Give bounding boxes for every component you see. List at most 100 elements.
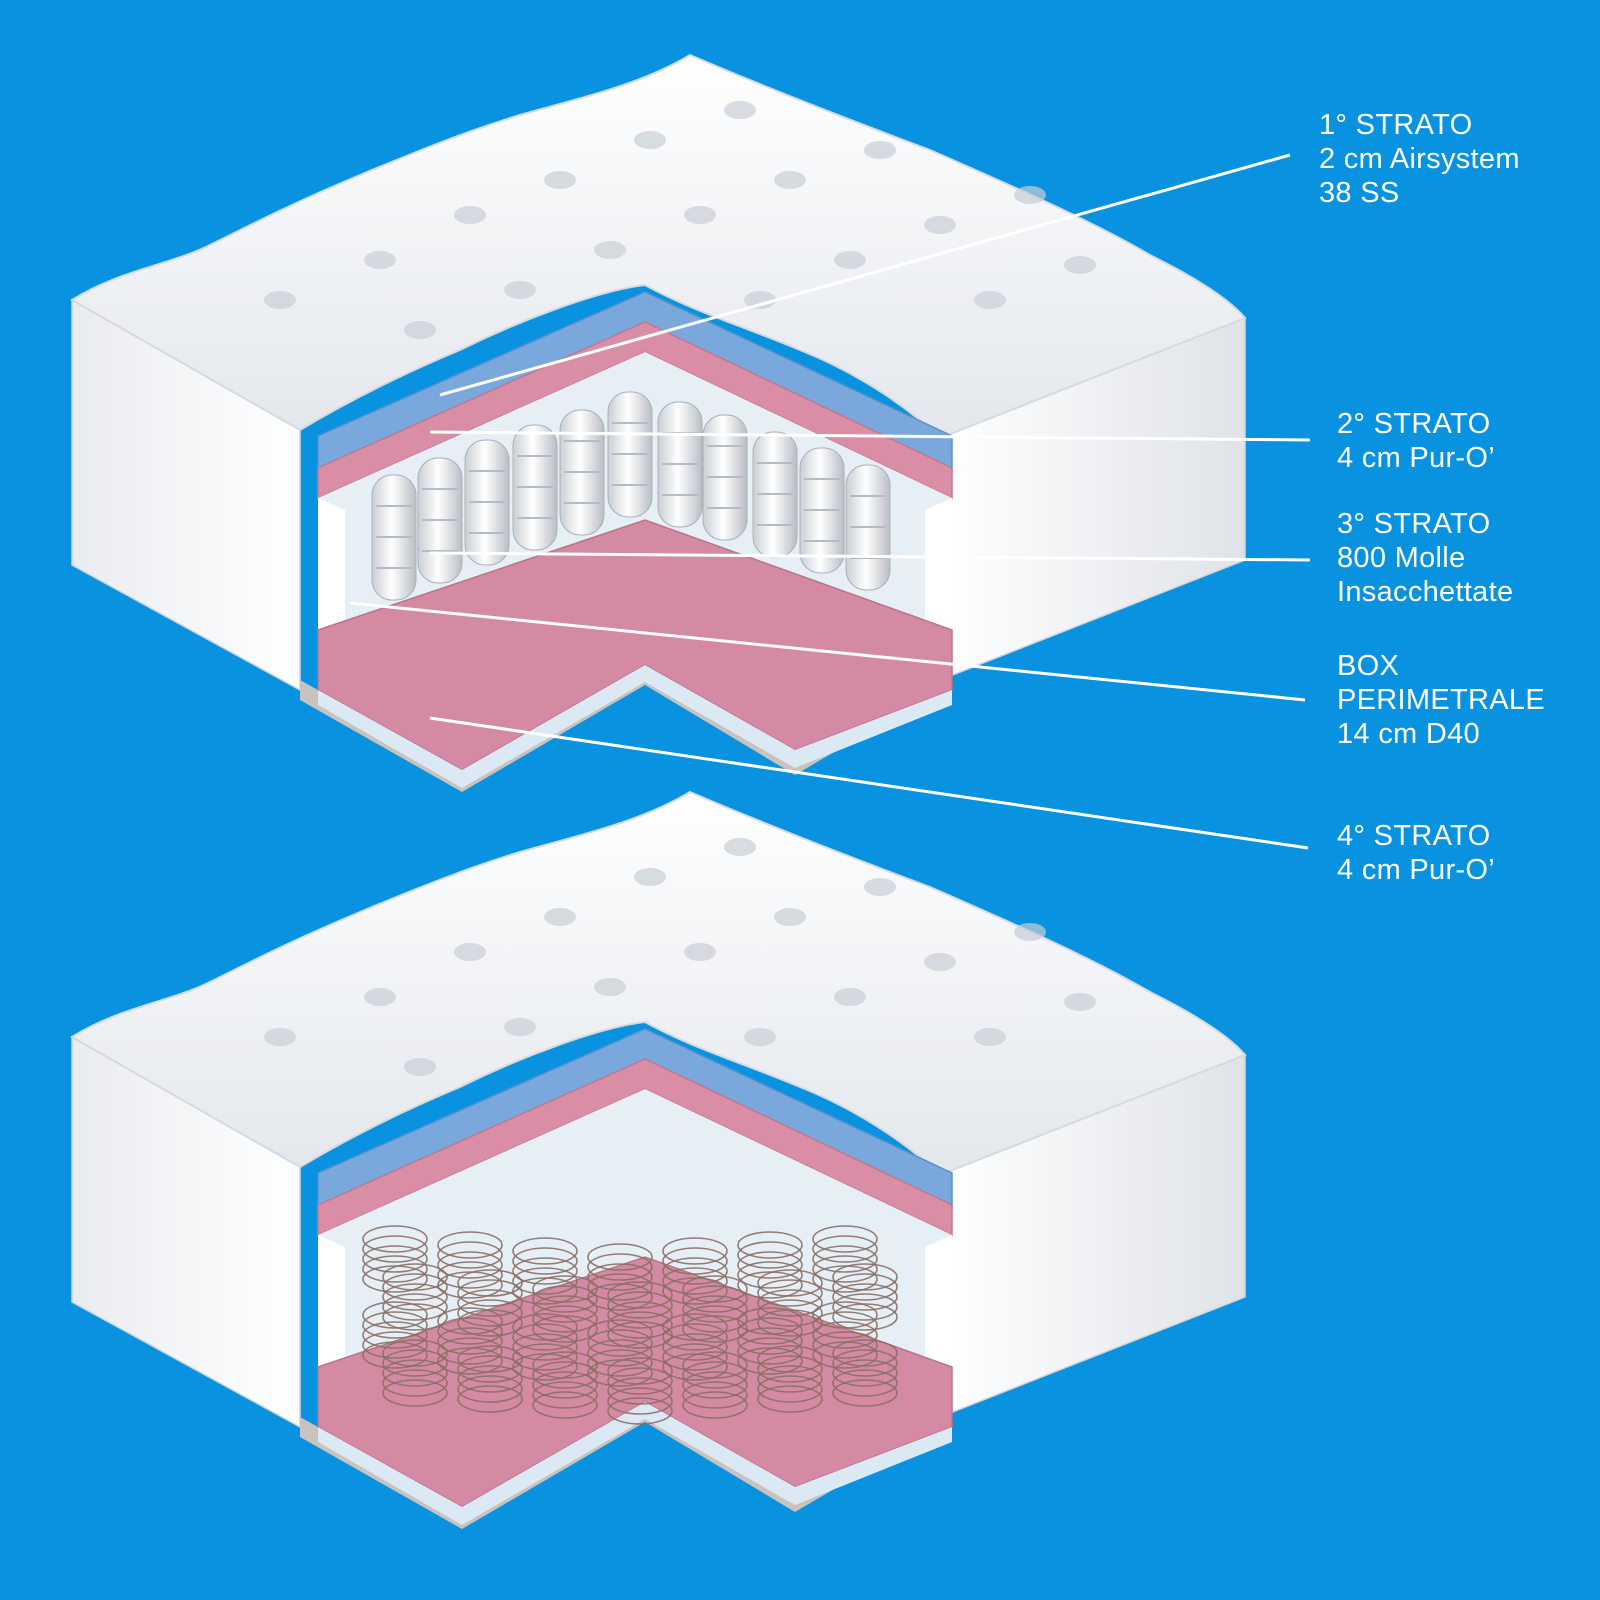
coil-spring (812, 1331, 878, 1359)
quilt-tuft (594, 241, 626, 259)
coil-spring (737, 1261, 803, 1289)
label-layer-1: 1° STRATO 2 cm Airsystem 38 SS (1319, 108, 1520, 210)
label-line: 1° STRATO (1319, 109, 1473, 141)
coil-spring (457, 1269, 523, 1297)
coil-spring (662, 1267, 728, 1295)
coil-spring (757, 1355, 823, 1383)
label-line: BOX (1337, 650, 1400, 682)
quilt-tuft (454, 943, 486, 961)
coil-spring (682, 1361, 748, 1389)
quilt-tuft (744, 291, 776, 309)
coil-spring (382, 1359, 448, 1387)
label-box-perimetrale: BOX PERIMETRALE 14 cm D40 (1337, 649, 1545, 751)
quilt-tuft (544, 171, 576, 189)
coil-spring (457, 1385, 523, 1413)
coil-spring (587, 1349, 653, 1377)
leader-lines (349, 153, 1311, 850)
leader-line (429, 551, 1311, 562)
quilt-tuft (454, 206, 486, 224)
coil-spring (737, 1251, 803, 1279)
coil-spring (437, 1317, 503, 1345)
coil-spring (362, 1225, 428, 1253)
quilt-tuft (1014, 186, 1046, 204)
coil-spring (587, 1319, 653, 1347)
coil-spring (812, 1255, 878, 1283)
coil-spring (532, 1275, 598, 1303)
quilt-tuft (264, 291, 296, 309)
coil-spring (362, 1255, 428, 1283)
coil-spring (607, 1367, 673, 1395)
coil-spring (382, 1339, 448, 1367)
coil-spring (512, 1247, 578, 1275)
box-perimetrale-right-edge (925, 1235, 952, 1367)
quilt-tuft (724, 101, 756, 119)
coil-spring (362, 1235, 428, 1263)
coil-spring (382, 1273, 448, 1301)
coil-spring (382, 1369, 448, 1397)
coil-spring (832, 1283, 898, 1311)
coil-spring (532, 1351, 598, 1379)
coil-spring (662, 1313, 728, 1341)
leader-line (349, 601, 1306, 702)
coil-spring (437, 1307, 503, 1335)
leader-line (429, 430, 1311, 442)
quilt-tuft (744, 1028, 776, 1046)
coil-spring (437, 1251, 503, 1279)
coil-spring (662, 1323, 728, 1351)
coil-spring (662, 1247, 728, 1275)
coil-spring (532, 1391, 598, 1419)
quilt-tuft (404, 1058, 436, 1076)
quilt-tuft (774, 171, 806, 189)
label-line: 3° STRATO (1337, 508, 1491, 540)
box-perimetrale-right-edge (925, 498, 952, 630)
coil-spring (437, 1261, 503, 1289)
quilt-tuft (504, 1018, 536, 1036)
coil-spring (587, 1329, 653, 1357)
layer-4-bottom (318, 665, 952, 788)
label-layer-2: 2° STRATO 4 cm Pur-O’ (1337, 407, 1495, 475)
quilt-tuft (364, 251, 396, 269)
coil-spring (737, 1307, 803, 1335)
label-line: 38 SS (1319, 177, 1400, 209)
coil-spring (587, 1243, 653, 1271)
coil-spring (362, 1301, 428, 1329)
coil-spring (662, 1237, 728, 1265)
pocket-spring-mattress-figure (70, 53, 1247, 792)
coil-spring (512, 1257, 578, 1285)
label-line: 4 cm Pur-O’ (1337, 442, 1495, 474)
coil-spring (757, 1385, 823, 1413)
coil-spring (382, 1283, 448, 1311)
coil-spring (832, 1273, 898, 1301)
coil-spring (662, 1343, 728, 1371)
coil-spring (532, 1295, 598, 1323)
coil-spring (682, 1305, 748, 1333)
coil-spring (812, 1311, 878, 1339)
coil-spring (512, 1333, 578, 1361)
coil-spring (737, 1231, 803, 1259)
coil-spring (662, 1257, 728, 1285)
coil-spring (457, 1289, 523, 1317)
coil-spring (587, 1273, 653, 1301)
coil-spring (832, 1293, 898, 1321)
coil-spring (757, 1345, 823, 1373)
coil-spring (812, 1301, 878, 1329)
quilt-tuft (684, 206, 716, 224)
coil-spring (682, 1285, 748, 1313)
quilt-tuft (724, 838, 756, 856)
coil-spring (362, 1331, 428, 1359)
coil-spring (757, 1289, 823, 1317)
quilt-tuft (364, 988, 396, 1006)
coil-spring (437, 1241, 503, 1269)
coil-spring (457, 1299, 523, 1327)
quilt-tuft (864, 141, 896, 159)
label-line: 14 cm D40 (1337, 718, 1480, 750)
quilt-tuft (974, 291, 1006, 309)
label-layer-4: 4° STRATO 4 cm Pur-O’ (1337, 819, 1495, 887)
label-line: Insacchettate (1337, 576, 1514, 608)
coil-spring (832, 1369, 898, 1397)
coil-spring (832, 1339, 898, 1367)
coil-spring (512, 1237, 578, 1265)
coil-spring (682, 1371, 748, 1399)
coil-spring (832, 1263, 898, 1291)
coil-spring (737, 1241, 803, 1269)
